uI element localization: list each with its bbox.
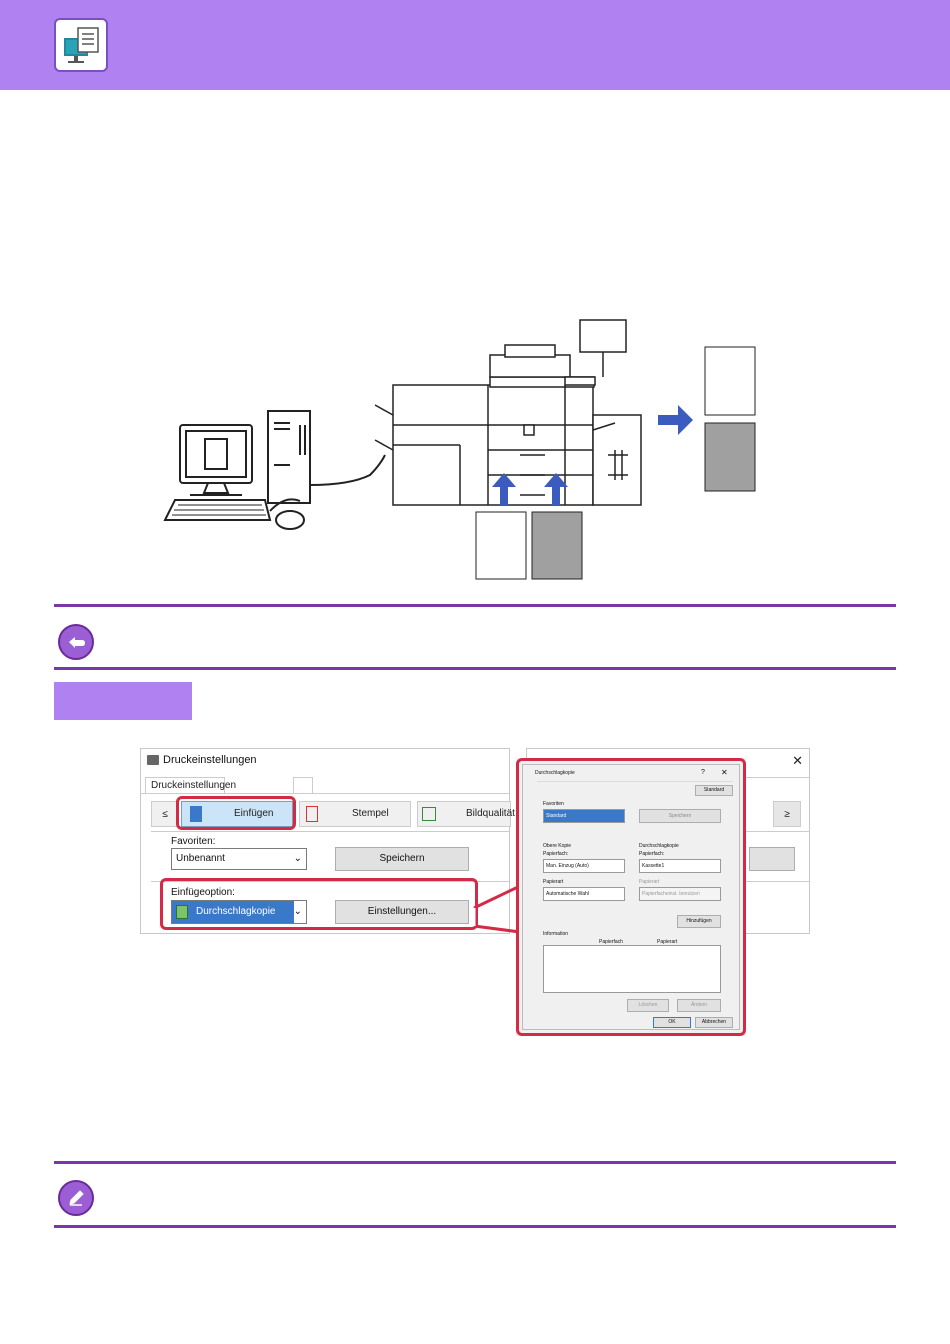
output-paper-gray-icon bbox=[704, 422, 756, 492]
cc-paper-tray-select[interactable]: Kassette1 bbox=[639, 859, 721, 873]
cc-paper-tray-label: Papierfach: bbox=[639, 851, 665, 857]
delete-button[interactable]: Löschen bbox=[627, 999, 669, 1012]
carbon-copy-dialog: Durchschlagkopie ? ✕ Standard Favoriten … bbox=[516, 758, 746, 1036]
window-title: Druckeinstellungen bbox=[163, 754, 257, 766]
close-icon[interactable]: ✕ bbox=[721, 768, 728, 777]
computer-icon bbox=[163, 410, 386, 530]
highlight-insert bbox=[176, 796, 296, 830]
default-button[interactable]: Standard bbox=[695, 785, 733, 796]
section-tag bbox=[54, 682, 192, 720]
paper-tray-label: Papierfach: bbox=[543, 851, 569, 857]
print-settings-window: Druckeinstellungen Druckeinstellungen ≤ … bbox=[140, 748, 515, 934]
chevron-down-icon: ⌄ bbox=[293, 906, 302, 917]
help-icon[interactable]: ? bbox=[701, 769, 705, 776]
print-icon bbox=[54, 18, 108, 72]
paper-gray-icon bbox=[531, 511, 583, 580]
insert-button[interactable]: Einfügen bbox=[181, 801, 293, 827]
tab-print-settings[interactable]: Druckeinstellungen bbox=[145, 777, 236, 793]
stamp-button[interactable]: Stempel bbox=[299, 801, 411, 827]
section-divider bbox=[54, 667, 896, 670]
col-paper-type: Papierart bbox=[657, 939, 678, 945]
header-band bbox=[0, 0, 950, 90]
printer-small-icon bbox=[147, 755, 159, 765]
printer-illustration bbox=[163, 319, 756, 580]
output-arrow-icon bbox=[658, 405, 693, 435]
insert-option-label: Einfügeoption: bbox=[171, 887, 235, 898]
close-icon[interactable]: ✕ bbox=[792, 753, 803, 768]
information-list[interactable] bbox=[543, 945, 721, 993]
carbon-copy-label: Durchschlagkopie bbox=[639, 843, 679, 849]
col-paper-tray: Papierfach bbox=[599, 939, 623, 945]
chevron-down-icon: ⌄ bbox=[293, 853, 302, 864]
favorites-label: Favoriten bbox=[543, 801, 564, 807]
paper-tray-select[interactable]: Man. Einzug (Auto) bbox=[543, 859, 625, 873]
prev-button[interactable]: ≤ bbox=[151, 801, 179, 827]
callout-pointer bbox=[472, 884, 521, 934]
cancel-button[interactable]: Abbrechen bbox=[695, 1017, 733, 1028]
carbon-copy-icon bbox=[176, 905, 188, 919]
paper-white-icon bbox=[475, 511, 527, 580]
stamp-icon bbox=[306, 806, 318, 822]
subdialog-title: Durchschlagkopie bbox=[535, 770, 575, 776]
save-button[interactable]: Speichern bbox=[639, 809, 721, 823]
cc-paper-type-label: Papierart bbox=[639, 879, 660, 885]
favorites-label: Favoriten: bbox=[171, 836, 216, 847]
ok-button[interactable]: OK bbox=[653, 1017, 691, 1028]
next-button[interactable]: ≥ bbox=[773, 801, 801, 827]
quality-button[interactable]: Bildqualität bbox=[417, 801, 515, 827]
pencil-icon bbox=[58, 1180, 94, 1216]
edit-button[interactable]: Ändern bbox=[677, 999, 721, 1012]
section-divider bbox=[54, 604, 896, 607]
insert-option-select[interactable]: Durchschlagkopie ⌄ bbox=[171, 900, 307, 924]
feed-arrow-icon bbox=[492, 473, 568, 505]
quality-icon bbox=[422, 807, 436, 821]
output-paper-white-icon bbox=[704, 346, 756, 416]
settings-button[interactable]: Einstellungen... bbox=[335, 900, 469, 924]
favorites-select[interactable]: Standard bbox=[543, 809, 625, 823]
section-divider bbox=[54, 1161, 896, 1164]
information-label: Information bbox=[543, 931, 569, 937]
favorites-select[interactable]: Unbenannt ⌄ bbox=[171, 848, 307, 870]
insert-icon bbox=[190, 806, 202, 822]
return-arrow-icon[interactable] bbox=[58, 624, 94, 660]
cc-paper-type-select[interactable]: Papierfacheinst. benutzen bbox=[639, 887, 721, 901]
paper-type-label: Papierart bbox=[543, 879, 564, 885]
add-button[interactable]: Hinzufügen bbox=[677, 915, 721, 928]
tab-empty[interactable] bbox=[293, 777, 313, 794]
paper-type-select[interactable]: Automatische Wahl bbox=[543, 887, 625, 901]
multifunction-printer-icon bbox=[374, 319, 642, 506]
top-copy-label: Obere Kopie bbox=[543, 843, 572, 849]
save-button[interactable]: Speichern bbox=[335, 847, 469, 871]
section-divider bbox=[54, 1225, 896, 1228]
button-partial[interactable] bbox=[749, 847, 795, 871]
highlight-insert-option bbox=[160, 878, 478, 930]
